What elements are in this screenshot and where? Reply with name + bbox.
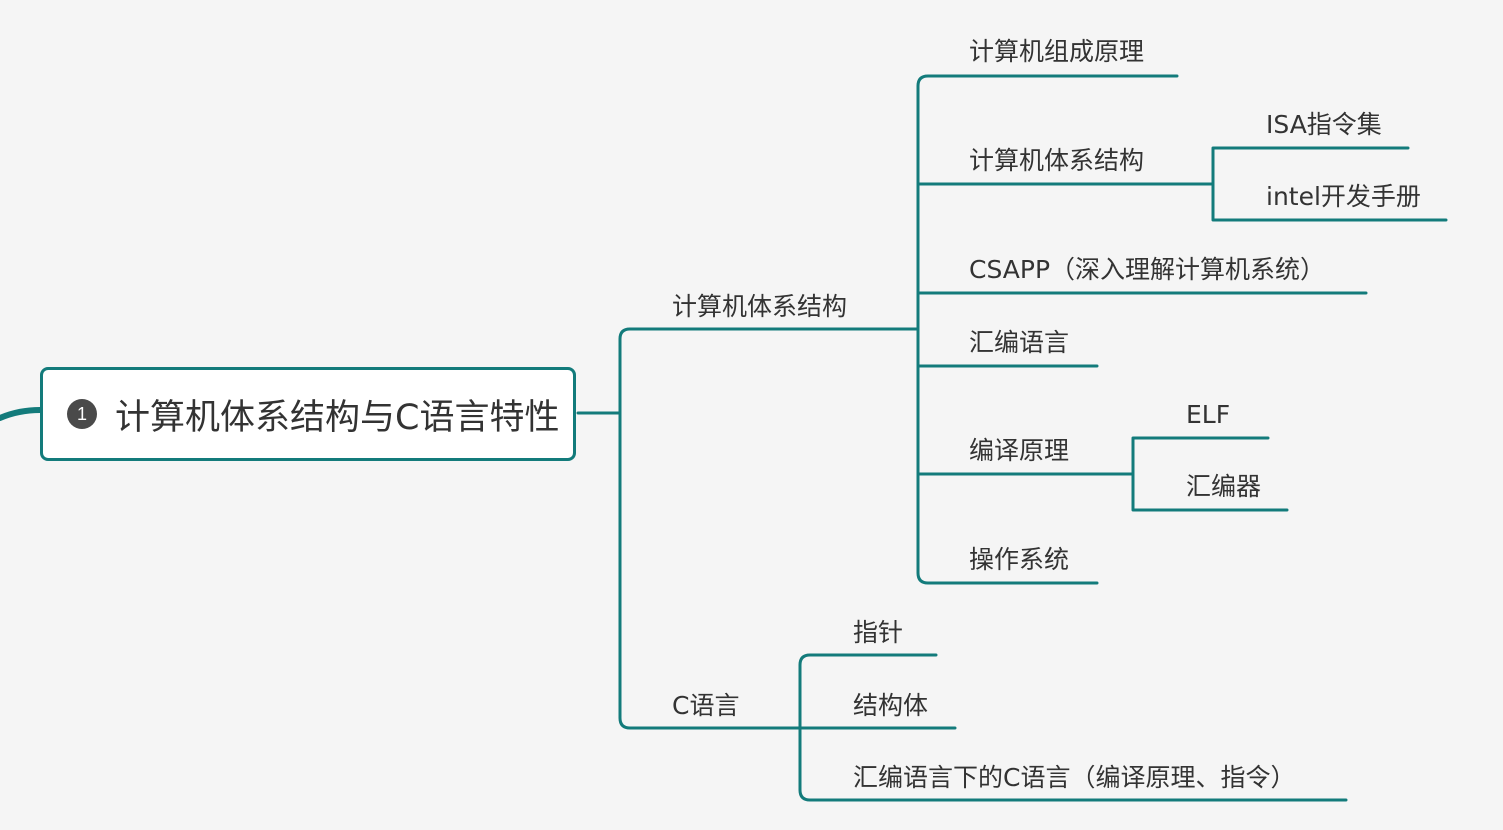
subtopic-csapp[interactable]: CSAPP（深入理解计算机系统） xyxy=(969,255,1326,284)
central-topic-label: 计算机体系结构与C语言特性 xyxy=(115,397,560,438)
subtopic-computer-composition[interactable]: 计算机组成原理 xyxy=(969,37,1145,66)
subtopic-compiler-principles[interactable]: 编译原理 xyxy=(969,436,1070,465)
topic-computer-architecture[interactable]: 计算机体系结构 xyxy=(672,292,848,321)
connector-elf xyxy=(1131,436,1270,476)
connector-arch-spine xyxy=(916,74,1179,331)
priority-badge: 1 xyxy=(67,399,97,429)
incoming-connector xyxy=(0,407,43,421)
connector-arch-down xyxy=(916,327,1099,585)
subtopic-assembly-language[interactable]: 汇编语言 xyxy=(969,328,1070,357)
subtopic-struct[interactable]: 结构体 xyxy=(853,691,929,720)
connector-intel xyxy=(1211,182,1448,222)
connector-c xyxy=(618,411,802,730)
subtopic-c-under-assembly[interactable]: 汇编语言下的C语言（编译原理、指令） xyxy=(853,763,1296,792)
connector-arch xyxy=(618,327,920,415)
connector-assembler xyxy=(1131,472,1289,512)
subtopic-computer-architecture[interactable]: 计算机体系结构 xyxy=(969,146,1145,175)
connector-c-down xyxy=(798,726,1348,802)
connector-c-up xyxy=(798,653,938,730)
subtopic-assembler[interactable]: 汇编器 xyxy=(1186,472,1262,501)
subtopic-operating-system[interactable]: 操作系统 xyxy=(969,545,1070,574)
connector-isa xyxy=(1211,146,1410,186)
subtopic-intel-manual[interactable]: intel开发手册 xyxy=(1266,182,1421,211)
topic-c-language[interactable]: C语言 xyxy=(672,691,740,720)
subtopic-elf[interactable]: ELF xyxy=(1186,400,1231,429)
central-topic[interactable]: 1 计算机体系结构与C语言特性 xyxy=(40,367,576,461)
subtopic-isa[interactable]: ISA指令集 xyxy=(1266,110,1382,139)
subtopic-pointer[interactable]: 指针 xyxy=(853,618,904,647)
